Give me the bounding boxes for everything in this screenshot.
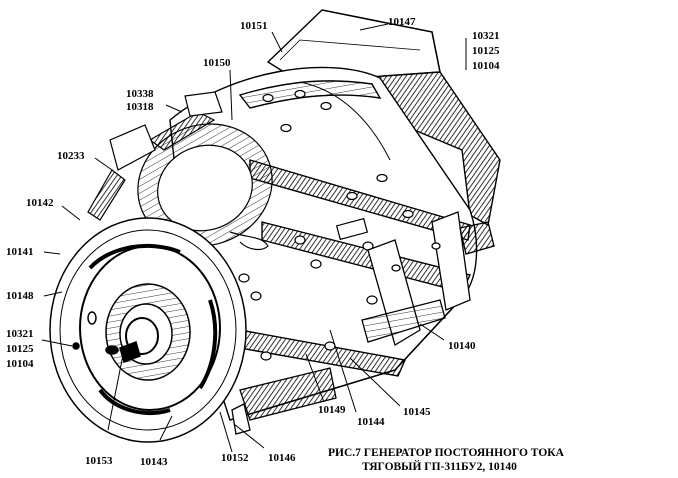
label-10141: 10141 (6, 246, 34, 258)
caption-line-1: РИС.7 ГЕНЕРАТОР ПОСТОЯННОГО ТОКА (328, 447, 564, 459)
label-10125-left: 10125 (6, 343, 34, 355)
label-10148: 10148 (6, 290, 34, 302)
label-10143: 10143 (140, 456, 168, 468)
label-10321-top: 10321 (472, 30, 500, 42)
end-shield (49, 217, 247, 443)
caption-line-2: ТЯГОВЫЙ ГП-311БУ2, 10140 (362, 461, 517, 473)
label-10104-top: 10104 (472, 60, 500, 72)
label-10338: 10338 (126, 88, 154, 100)
label-10140: 10140 (448, 340, 476, 352)
label-10152: 10152 (221, 452, 249, 464)
label-10125-top: 10125 (472, 45, 500, 57)
label-10147: 10147 (388, 16, 416, 28)
label-10150: 10150 (203, 57, 231, 69)
label-10142: 10142 (26, 197, 54, 209)
label-10233: 10233 (57, 150, 85, 162)
label-10145: 10145 (403, 406, 431, 418)
label-10104-left: 10104 (6, 358, 34, 370)
label-10146: 10146 (268, 452, 296, 464)
label-10153: 10153 (85, 455, 113, 467)
mounting-brackets (361, 211, 471, 346)
label-10318: 10318 (126, 101, 154, 113)
housing-holes (238, 89, 414, 361)
label-10321-left: 10321 (6, 328, 34, 340)
label-10149: 10149 (318, 404, 346, 416)
base-feet (231, 221, 495, 435)
terminal-box (266, 9, 501, 227)
label-10144: 10144 (357, 416, 385, 428)
leader-lines (41, 23, 467, 453)
brush-gear (87, 91, 273, 251)
label-10151: 10151 (240, 20, 268, 32)
